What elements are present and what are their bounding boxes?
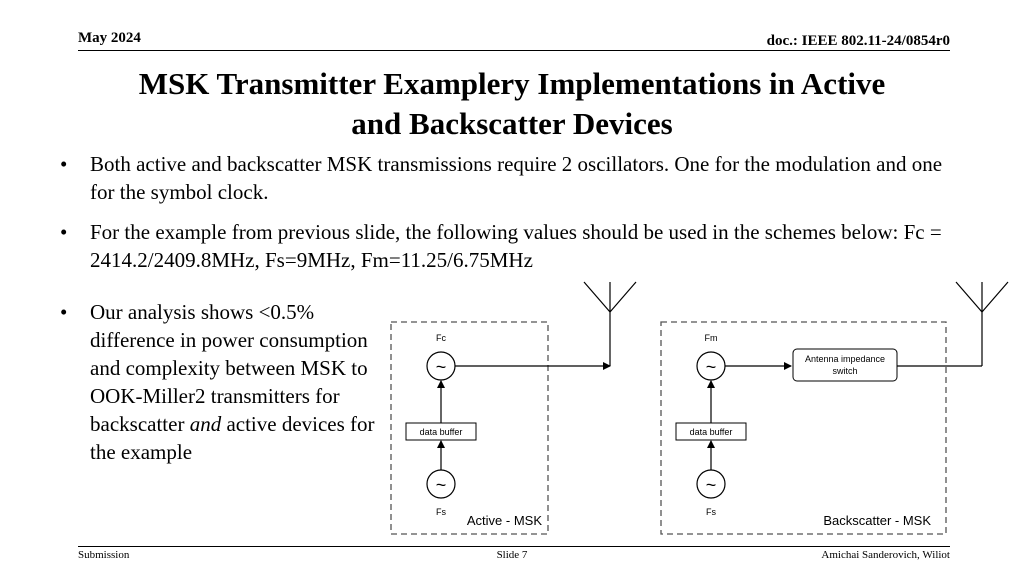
backscatter-data-buffer-label: data buffer [690,427,733,437]
bullet-dot-icon: • [60,152,68,176]
header-date: May 2024 [78,30,141,46]
bullet-text: Our analysis shows <0.5% difference in p… [90,298,390,466]
active-fs-label: Fs [436,507,446,517]
bullet-text: Both active and backscatter MSK transmis… [90,152,943,204]
oscillator-glyph: ~ [706,357,717,377]
bullet-text: For the example from previous slide, the… [90,220,942,272]
bullet-text-part: active devices for the example [90,412,375,464]
header-divider [78,50,950,51]
slide-title-line-2: and Backscatter Devices [351,106,673,141]
footer-divider [78,546,950,547]
backscatter-antenna-icon [955,281,1009,366]
oscillator-glyph: ~ [706,475,717,495]
switch-label-line-1: Antenna impedance [805,354,885,364]
header-doc-id: doc.: IEEE 802.11-24/0854r0 [766,33,950,49]
bullet-text-emphasis: and [189,412,222,436]
bullet-text-part: Our analysis shows <0.5% difference in p… [90,300,368,436]
active-msk-caption: Active - MSK [467,513,542,528]
backscatter-fs-label: Fs [706,507,716,517]
active-antenna-icon [583,281,637,366]
backscatter-msk-block: Fm ~ Antenna impedance switch data buffe… [660,321,982,535]
footer-author: Amichai Sanderovich, Wiliot [821,549,950,561]
active-data-buffer-label: data buffer [420,427,463,437]
backscatter-msk-caption: Backscatter - MSK [823,513,931,528]
slide-title: MSK Transmitter Examplery Implementation… [60,64,964,144]
backscatter-msk-frame [660,321,947,535]
active-msk-frame [390,321,549,535]
switch-label-line-2: switch [832,366,857,376]
footer-submission: Submission [78,549,130,561]
bullet-dot-icon: • [60,220,68,244]
oscillator-glyph: ~ [436,475,447,495]
oscillator-glyph: ~ [436,357,447,377]
backscatter-fm-label: Fm [705,333,718,343]
antenna-impedance-switch [792,348,898,382]
bullet-dot-icon: • [60,300,68,324]
active-fc-label: Fc [436,333,446,343]
active-msk-block: Fc ~ data buffer ~ Fs Active - MSK [390,321,611,535]
slide-title-line-1: MSK Transmitter Examplery Implementation… [138,66,886,101]
footer-slide-number: Slide 7 [496,549,528,561]
